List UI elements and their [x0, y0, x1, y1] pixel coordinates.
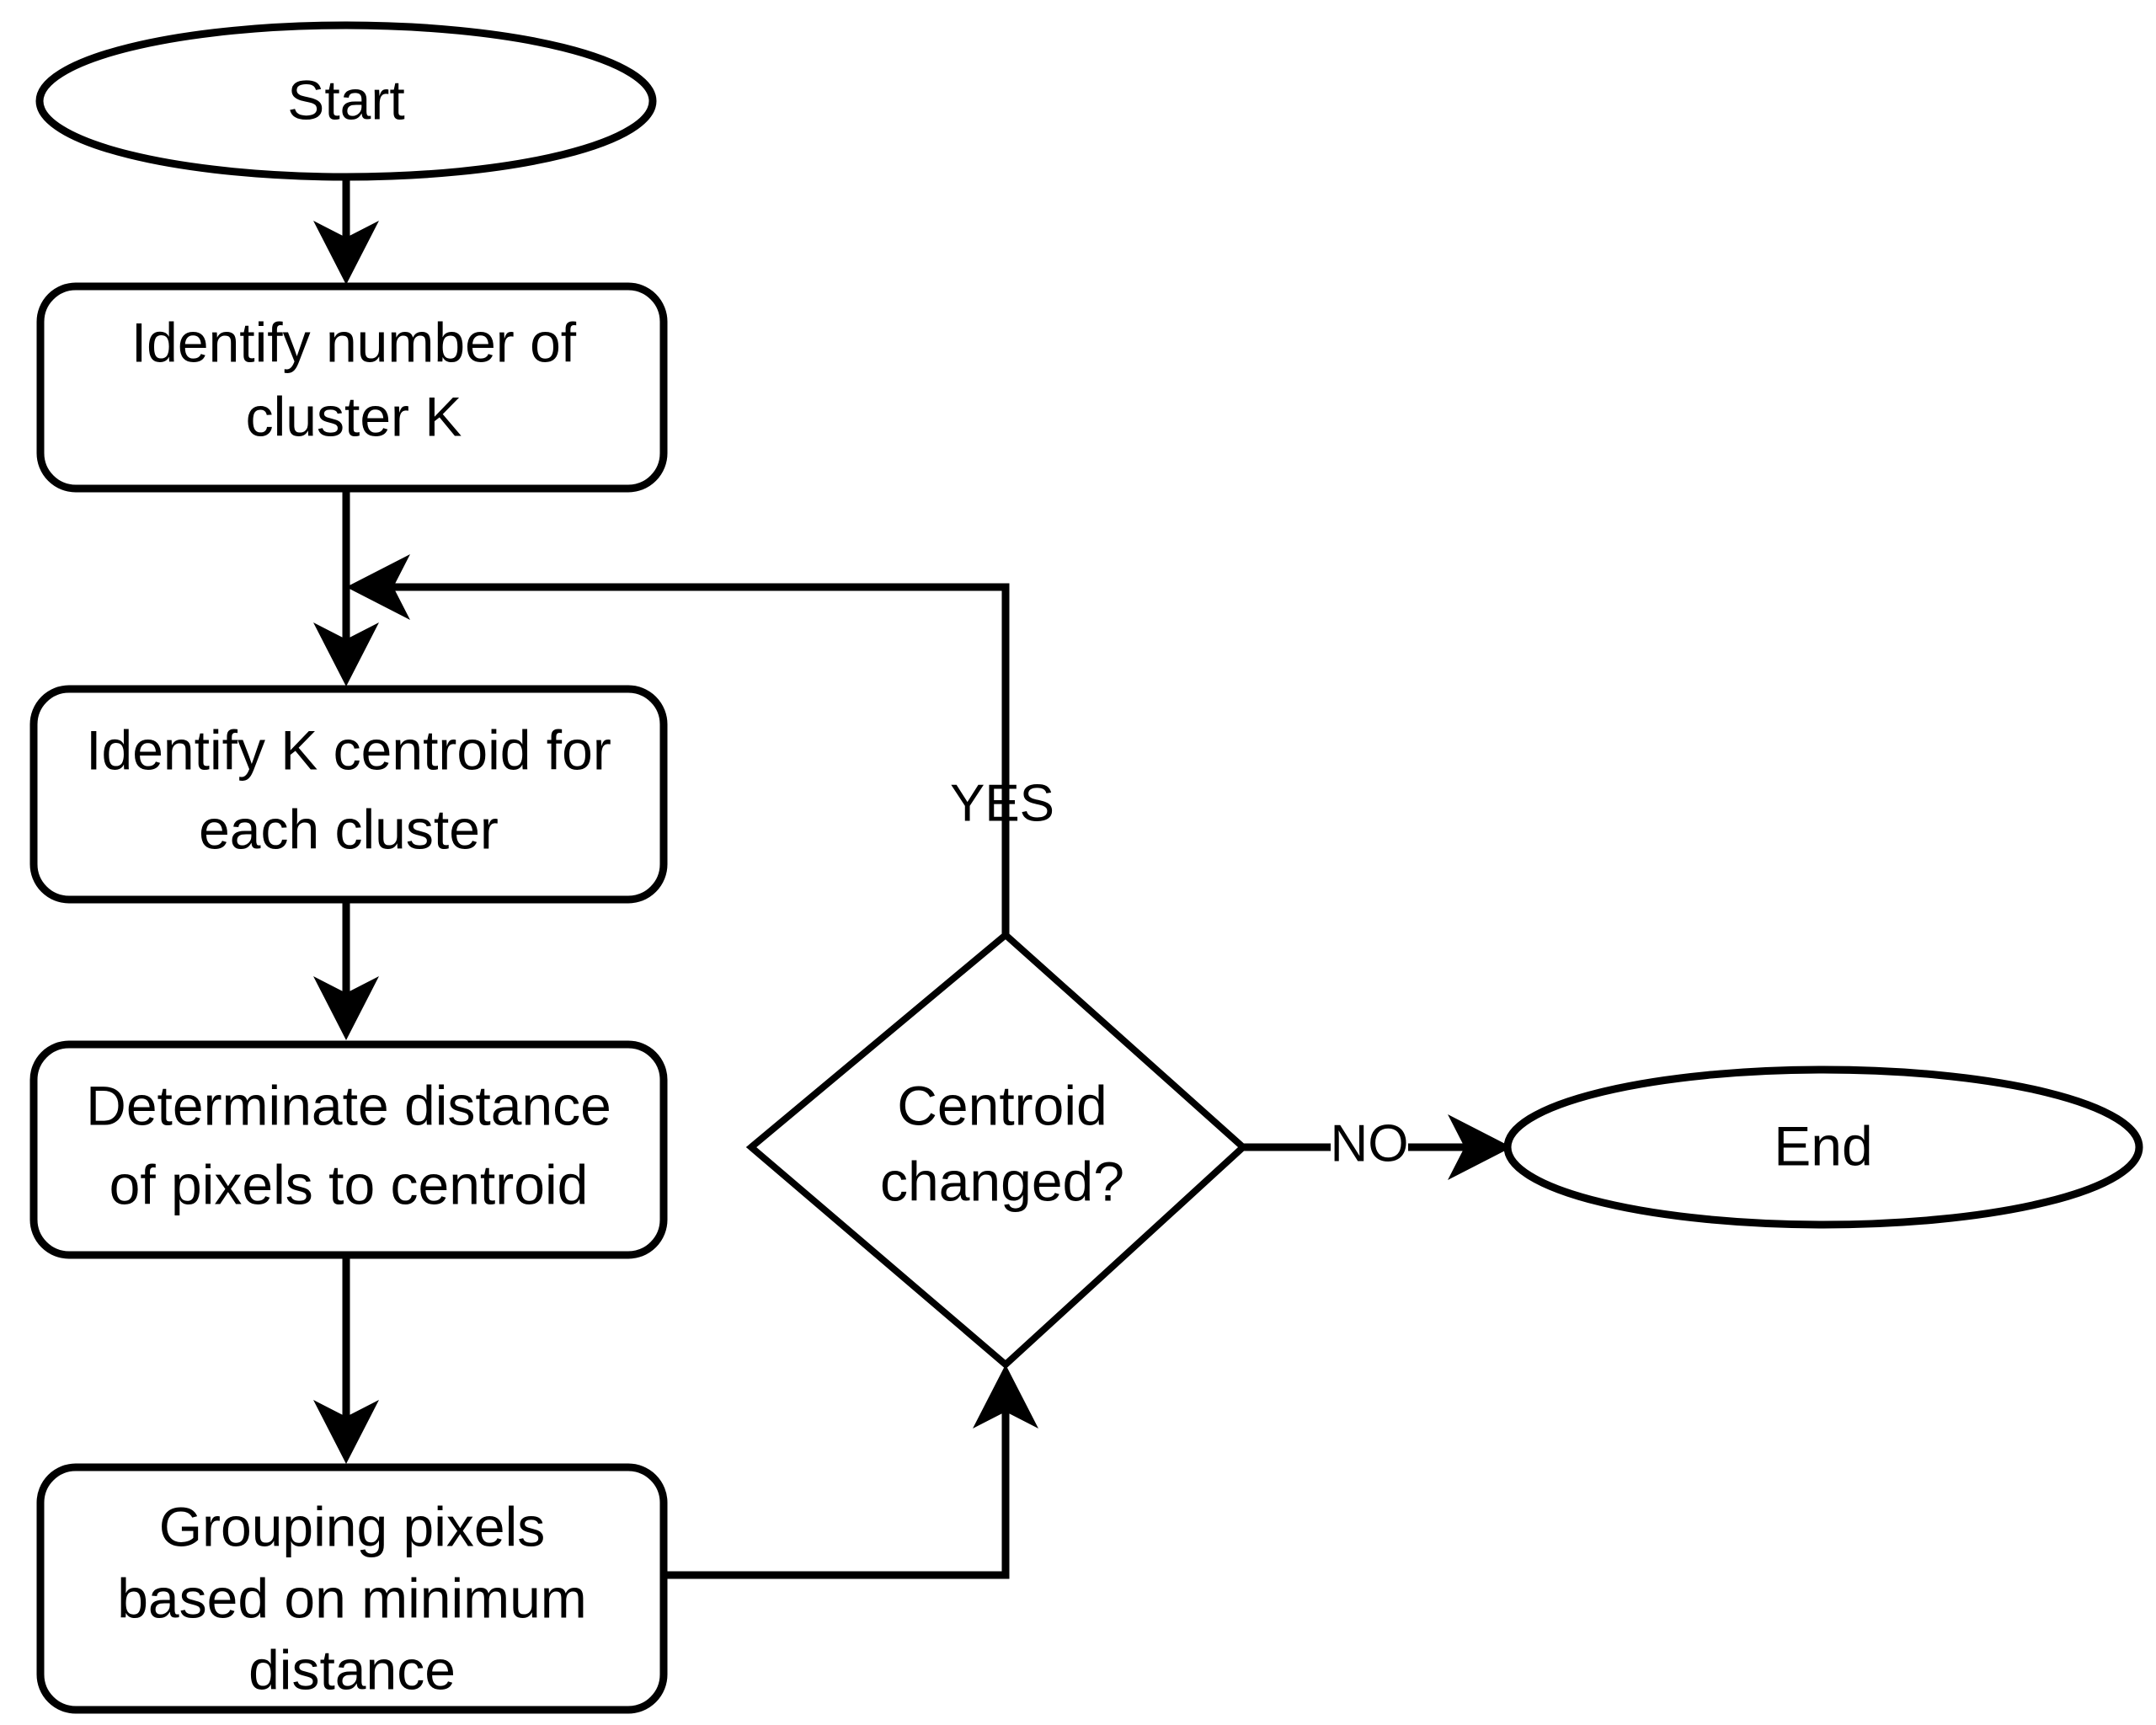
edge-start-to-identify-k — [313, 177, 379, 285]
grouping-pixels-label-line3: distance — [248, 1638, 456, 1701]
node-start[interactable]: Start — [35, 21, 657, 181]
determinate-distance-label-line2: of pixels to centroid — [109, 1153, 589, 1215]
identify-k-box-shape — [36, 282, 668, 493]
node-determinate-distance[interactable]: Determinate distance of pixels to centro… — [29, 1040, 668, 1259]
determinate-distance-label-line1: Determinate distance — [86, 1074, 611, 1136]
identify-k-label-line1: Identify number of — [131, 311, 577, 373]
node-end[interactable]: End — [1503, 1065, 2143, 1229]
end-label: End — [1774, 1114, 1872, 1177]
grouping-pixels-label-line1: Grouping pixels — [159, 1495, 546, 1557]
edge-decision-no-to-end — [1243, 1114, 1512, 1180]
grouping-pixels-label-line2: based on minimum — [117, 1567, 587, 1629]
node-identify-k-centroid[interactable]: Identify K centroid for each cluster — [29, 685, 668, 904]
identify-centroid-box-shape — [29, 685, 668, 904]
grouping-pixels-box-shape — [36, 1463, 668, 1714]
end-ellipse-shape — [1503, 1065, 2143, 1229]
start-label: Start — [287, 68, 404, 131]
edge-distance-to-grouping — [313, 1257, 379, 1464]
node-decision-centroid-changed[interactable]: Centroid changed? — [745, 930, 1248, 1370]
start-ellipse-shape — [35, 21, 657, 181]
edge-identifyk-to-centroid — [313, 489, 379, 686]
identify-centroid-label-line1: Identify K centroid for — [86, 718, 611, 781]
edge-grouping-to-decision — [664, 1365, 1038, 1579]
edge-label-yes: YES — [950, 774, 1054, 832]
edge-label-no: NO — [1331, 1114, 1409, 1172]
decision-diamond-shape — [745, 930, 1248, 1370]
edge-centroid-to-distance — [313, 903, 379, 1040]
determinate-distance-box-shape — [29, 1040, 668, 1259]
decision-label-line2: changed? — [880, 1150, 1124, 1212]
node-identify-number-of-cluster-k[interactable]: Identify number of cluster K — [36, 282, 668, 493]
edge-decision-yes-loop — [346, 554, 1010, 935]
identify-k-label-line2: cluster K — [246, 385, 462, 447]
node-grouping-pixels[interactable]: Grouping pixels based on minimum distanc… — [36, 1463, 668, 1714]
identify-centroid-label-line2: each cluster — [199, 798, 499, 860]
decision-label-line1: Centroid — [897, 1074, 1107, 1136]
